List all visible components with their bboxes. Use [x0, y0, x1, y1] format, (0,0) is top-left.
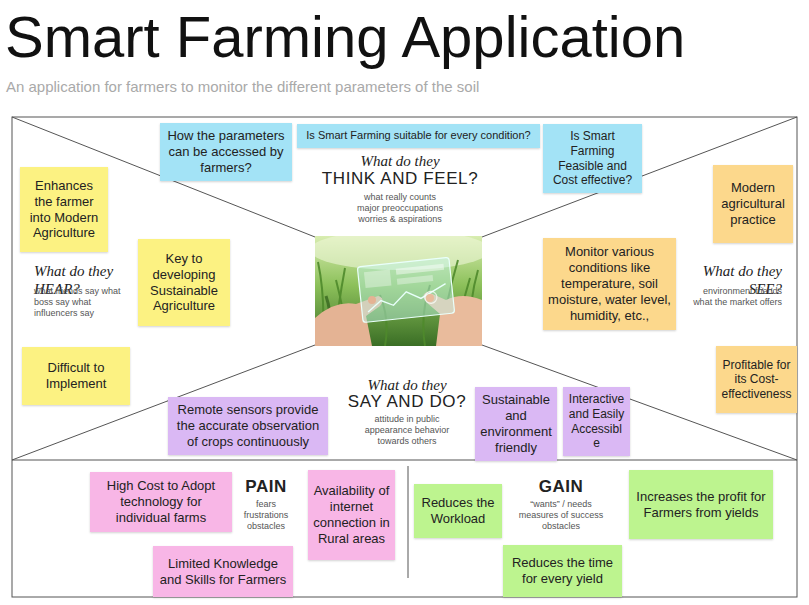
note-text: Remote sensors provide the accurate obse…: [173, 402, 323, 450]
divider-line: [408, 466, 409, 578]
section-hint: what really counts major preoccupations …: [352, 192, 448, 224]
note-body: Is Smart Farming Feasible and Cost effec…: [548, 129, 637, 188]
note-body: How the parameters can be accessed by fa…: [165, 128, 287, 176]
sticky-note: Difficult to Implement: [22, 347, 130, 405]
note-body: High Cost to Adopt technology for indivi…: [95, 478, 227, 526]
note-text: Difficult to Implement: [27, 360, 125, 392]
sticky-note: Increases the profit for Farmers from yi…: [629, 470, 773, 539]
frame-border: [12, 117, 797, 597]
sticky-note: Reduces the Workload: [414, 484, 502, 538]
note-text: Is Smart Farming suitable for every cond…: [302, 129, 535, 142]
sticky-note: Availability of internet connection in R…: [308, 470, 395, 560]
sticky-note: Enhances the farmer into Modern Agricult…: [20, 167, 108, 252]
section-hint: attitude in public appearance behavior t…: [357, 414, 457, 446]
note-text: Sustainable and environment friendly: [480, 392, 552, 455]
page-title: Smart Farming Application: [5, 4, 685, 71]
section-hint: what friends say what boss say what infl…: [34, 286, 124, 318]
section-heading: SAY AND DO?: [332, 392, 482, 412]
note-text: Profitable for its Cost-effectiveness: [721, 358, 792, 402]
sticky-note: Limited Knowledge and Skills for Farmers: [153, 546, 293, 597]
sticky-note: High Cost to Adopt technology for indivi…: [90, 472, 232, 532]
section-heading: THINK AND FEEL?: [305, 169, 495, 189]
page-caption: An application for farmers to monitor th…: [6, 78, 479, 95]
note-text: Reduces the time for every yield: [508, 555, 617, 587]
section-hint: fears frustrations obstacles: [237, 499, 295, 531]
note-body: Key to developing Sustainable Agricultur…: [143, 251, 225, 314]
note-text: Availability of internet connection in R…: [313, 483, 390, 546]
note-text: Limited Knowledge and Skills for Farmers: [158, 556, 288, 588]
note-body: Difficult to Implement: [27, 360, 125, 392]
note-text: Monitor various conditions like temperat…: [548, 244, 671, 323]
note-text: Modern agricultural practice: [718, 180, 788, 228]
note-text: Enhances the farmer into Modern Agricult…: [25, 178, 103, 241]
note-body: Increases the profit for Farmers from yi…: [634, 489, 768, 521]
sticky-note: Remote sensors provide the accurate obse…: [168, 397, 328, 455]
note-body: Availability of internet connection in R…: [313, 483, 390, 546]
sticky-note: Sustainable and environment friendly: [475, 387, 557, 461]
divider-line: [12, 460, 797, 461]
sticky-note: Modern agricultural practice: [713, 165, 793, 243]
note-body: Profitable for its Cost-effectiveness: [721, 358, 792, 402]
note-text: Increases the profit for Farmers from yi…: [634, 489, 768, 521]
note-body: Limited Knowledge and Skills for Farmers: [158, 556, 288, 588]
farm-photo: [315, 236, 482, 346]
sticky-note: Interactive and Easily Accessible: [563, 387, 630, 456]
note-body: Modern agricultural practice: [718, 180, 788, 228]
note-body: Remote sensors provide the accurate obse…: [173, 402, 323, 450]
note-text: High Cost to Adopt technology for indivi…: [95, 478, 227, 526]
section-hint: “wants” / needs measures of success obst…: [517, 499, 605, 531]
section-heading: GAIN: [531, 477, 591, 497]
note-body: Sustainable and environment friendly: [480, 392, 552, 455]
section-kicker: What do they: [320, 152, 480, 170]
note-text: Key to developing Sustainable Agricultur…: [143, 251, 225, 314]
note-body: Monitor various conditions like temperat…: [548, 244, 671, 323]
note-text: Is Smart Farming Feasible and Cost effec…: [548, 129, 637, 188]
section-hint: environment friends what the market offe…: [687, 286, 782, 308]
note-text: Reduces the Workload: [419, 495, 497, 527]
section-kicker: What do they: [327, 376, 487, 394]
sticky-note: Profitable for its Cost-effectiveness: [716, 346, 797, 413]
note-text: How the parameters can be accessed by fa…: [165, 128, 287, 176]
note-body: Reduces the Workload: [419, 495, 497, 527]
sticky-note: Reduces the time for every yield: [503, 545, 622, 597]
sticky-note: How the parameters can be accessed by fa…: [160, 123, 292, 181]
note-body: Interactive and Easily Accessible: [568, 392, 625, 451]
note-body: Reduces the time for every yield: [508, 555, 617, 587]
note-body: Is Smart Farming suitable for every cond…: [302, 129, 535, 142]
sticky-note: Monitor various conditions like temperat…: [543, 238, 676, 330]
sticky-note: Is Smart Farming suitable for every cond…: [297, 124, 540, 148]
sticky-note: Key to developing Sustainable Agricultur…: [138, 239, 230, 326]
note-text: Interactive and Easily Accessible: [568, 392, 625, 451]
note-body: Enhances the farmer into Modern Agricult…: [25, 178, 103, 241]
sticky-note: Is Smart Farming Feasible and Cost effec…: [543, 124, 642, 193]
section-heading: PAIN: [236, 477, 296, 497]
